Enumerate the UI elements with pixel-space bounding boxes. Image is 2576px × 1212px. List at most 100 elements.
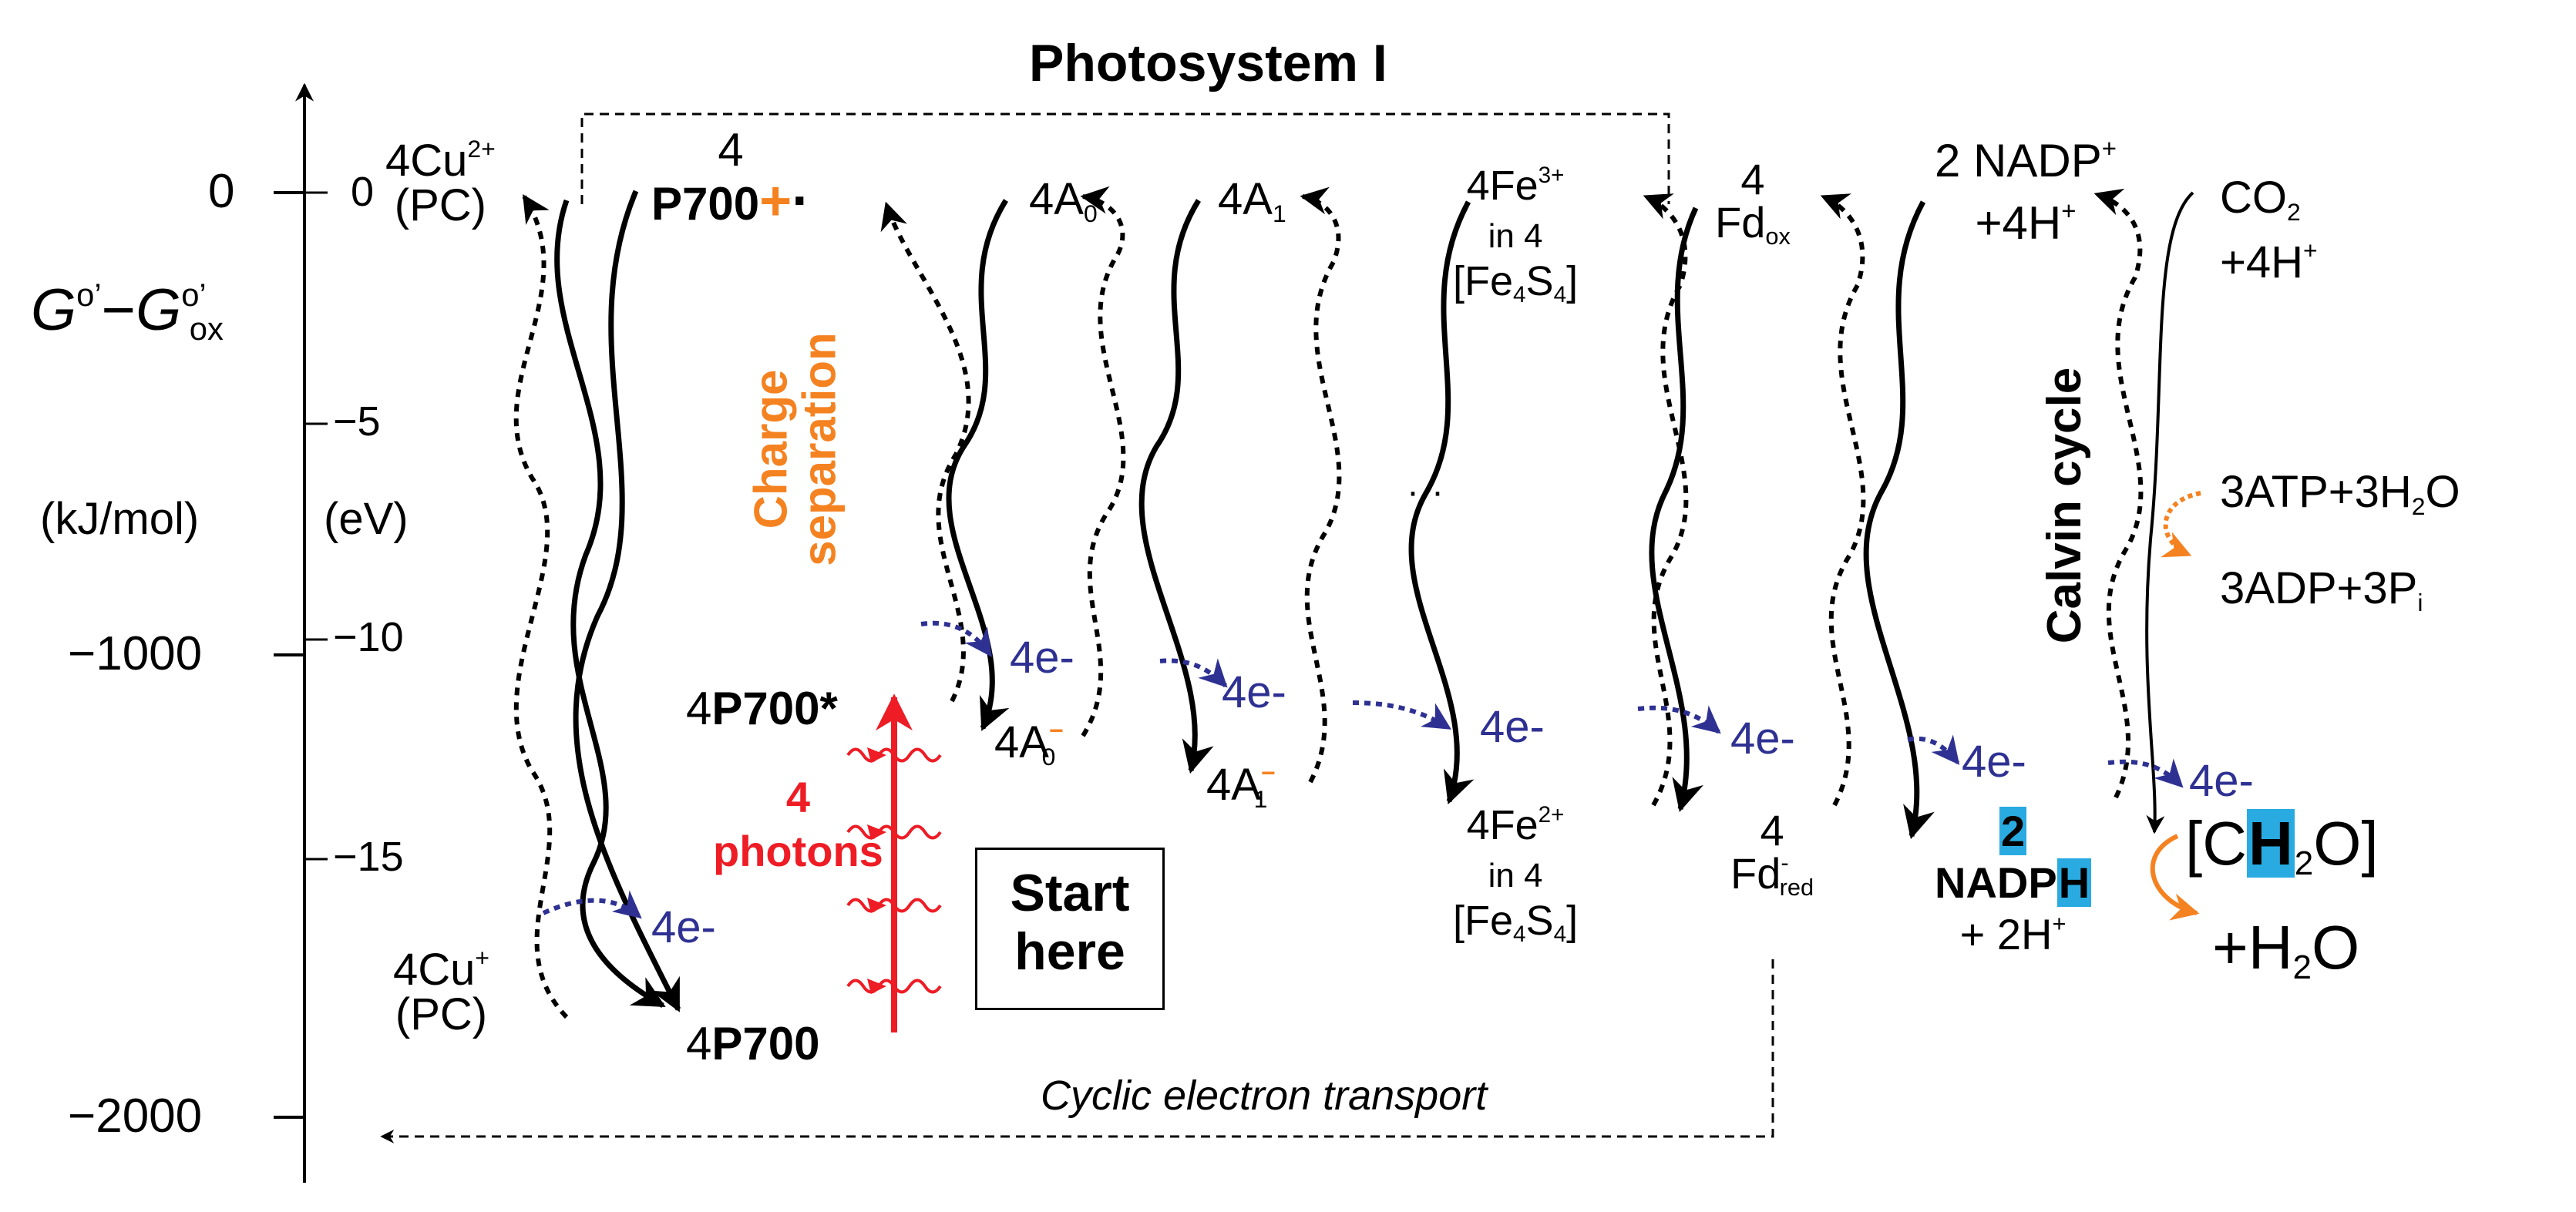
p700-ox-name: P700 <box>651 178 760 230</box>
fe-red-cluster-open: [Fe <box>1453 898 1514 945</box>
a0-coef: 4 <box>1029 174 1054 224</box>
fd-red-coef: 4 <box>1760 806 1784 854</box>
pc-ox-coef: 4 <box>385 136 411 186</box>
p700-oxidized-label: 4 P700+· <box>651 127 811 232</box>
a0-red-charge: − <box>1048 717 1064 745</box>
fd-ox-name: Fd <box>1715 198 1766 247</box>
a1-red-sub: 1 <box>1253 784 1268 813</box>
co2-sub: 2 <box>2287 197 2301 226</box>
pc-reduced-label: 4Cu+ (PC) <box>393 945 489 1037</box>
a1-red-coef: 4 <box>1206 760 1232 810</box>
fd-red-name: Fd <box>1730 849 1781 898</box>
photosystem-bracket <box>580 112 1670 204</box>
a0-oxidized-label: 4A0 <box>1029 174 1098 226</box>
a1-coef: 4 <box>1218 174 1243 224</box>
diagram-title: Photosystem I <box>1029 34 1387 92</box>
cyclic-transport-label: Cyclic electron transport <box>1041 1073 1488 1119</box>
fd-red-sup: - <box>1781 848 1789 876</box>
fd-reduced-label: 4 Fd-red <box>1730 806 1814 900</box>
start-here-text: Start here <box>977 864 1162 981</box>
electron-label-fd: 4e- <box>1730 713 1795 764</box>
fe-ox-cluster-open: [Fe <box>1453 258 1514 305</box>
p700-ox-radical: · <box>792 170 811 232</box>
fe-ox-cluster-n1: 4 <box>1513 282 1526 308</box>
atp-hydrolysis-arrow <box>2161 491 2201 558</box>
photons-label: 4 photons <box>713 771 883 878</box>
nadp-ox-charge: + <box>2101 134 2117 163</box>
a1-sub: 1 <box>1272 199 1286 227</box>
electron-label-co2: 4e- <box>2189 756 2254 806</box>
tick-kj-1000: −1000 <box>68 627 203 680</box>
p700-excited-label: 4P700* <box>686 686 838 732</box>
y-axis-minus: − <box>101 277 136 343</box>
adp-sub: i <box>2417 588 2423 616</box>
pc-red-coef: 4 <box>393 945 419 995</box>
pc-ox-protein: (PC) <box>394 180 486 230</box>
energy-axis <box>274 82 328 1183</box>
co2-protons: +4H <box>2220 237 2304 288</box>
ch2o-water-arrow <box>2150 834 2200 921</box>
fe-red-cluster-n1: 4 <box>1513 922 1526 948</box>
a0-reduced-label: 4A−0 <box>994 718 1064 768</box>
a0-red-sub: 0 <box>1041 742 1056 771</box>
p700-ox-charge: + <box>759 170 792 232</box>
fd-ox-sub: ox <box>1765 223 1791 250</box>
fe-ox-charge: 3+ <box>1538 162 1565 188</box>
fe-ox-cluster-n2: 4 <box>1553 282 1567 308</box>
tick-ev-5: −5 <box>333 398 381 445</box>
adp-text: 3ADP+3P <box>2220 563 2418 613</box>
atp-label: 3ATP+3H2O <box>2220 470 2460 519</box>
atp-sub: 2 <box>2411 492 2426 520</box>
fe-ox-cluster-s: S <box>1525 258 1554 305</box>
nadph-label: 2 NADPH + 2H+ <box>1935 805 2092 961</box>
h2o-sub: 2 <box>2292 948 2312 987</box>
p700-ground-label: 4P700 <box>686 1021 820 1067</box>
electron-label-a0: 4e- <box>1010 633 1074 683</box>
ch2o-open: [C <box>2185 809 2247 878</box>
calvin-cycle-label: Calvin cycle <box>2038 367 2092 644</box>
h2o-o: O <box>2311 913 2360 982</box>
y-axis-unit-ev: (eV) <box>324 494 409 544</box>
y-axis-g2-sup: o’ <box>181 276 207 313</box>
p700-star-name: P700* <box>711 683 838 734</box>
fe-red-coef: 4 <box>1466 802 1490 848</box>
nadph-name: NADP <box>1935 858 2057 908</box>
fe-red-charge: 2+ <box>1538 801 1565 828</box>
fe-ox-cluster-close: ] <box>1566 258 1579 305</box>
pc-red-charge: + <box>475 944 490 972</box>
fe-red-cluster-s: S <box>1525 898 1554 945</box>
charge-separation-line2: separation <box>793 332 846 566</box>
electron-label-fes: 4e- <box>1480 702 1545 752</box>
photon-arrows <box>846 693 942 1032</box>
h2o-label: +H2O <box>2212 917 2359 985</box>
p700-star-coef: 4 <box>686 683 712 734</box>
a1-name: A <box>1243 174 1273 224</box>
nadph-hydrogen: H <box>2056 858 2092 908</box>
a1-oxidized-label: 4A1 <box>1218 174 1286 226</box>
charge-separation-line1: Charge <box>745 369 797 529</box>
fe-red-cluster-n2: 4 <box>1553 922 1567 948</box>
y-axis-g2: G <box>136 277 182 343</box>
nadp-column <box>1863 188 2144 840</box>
calvin-reduction-arrow <box>2145 191 2194 834</box>
fd-oxidized-label: 4 Fdox <box>1715 155 1791 249</box>
fes-oxidized-label: 4Fe3+ in 4 [Fe4S4] <box>1453 162 1579 308</box>
tick-ev-0: 0 <box>351 169 375 215</box>
tick-ev-15: −15 <box>333 834 404 880</box>
fe-red-cluster-close: ] <box>1566 898 1579 945</box>
a1-column <box>1138 186 1342 784</box>
tick-kj-0: 0 <box>208 165 235 218</box>
a1-red-charge: − <box>1260 759 1276 787</box>
a1-reduced-label: 4A−1 <box>1206 760 1276 811</box>
fe-ox-coef: 4 <box>1466 163 1490 209</box>
ch2o-hydrogen: H <box>2247 809 2295 878</box>
fe-red-name: Fe <box>1489 802 1539 848</box>
electron-label-a1: 4e- <box>1222 667 1286 717</box>
nadph-extra-charge: + <box>2052 910 2067 938</box>
nadph-coef: 2 <box>1999 807 2027 855</box>
fd-ox-coef: 4 <box>1740 155 1765 203</box>
y-axis-title: Go’−Go’ox <box>31 278 224 344</box>
a0-name: A <box>1054 174 1084 224</box>
ch2o-sub: 2 <box>2294 844 2314 883</box>
